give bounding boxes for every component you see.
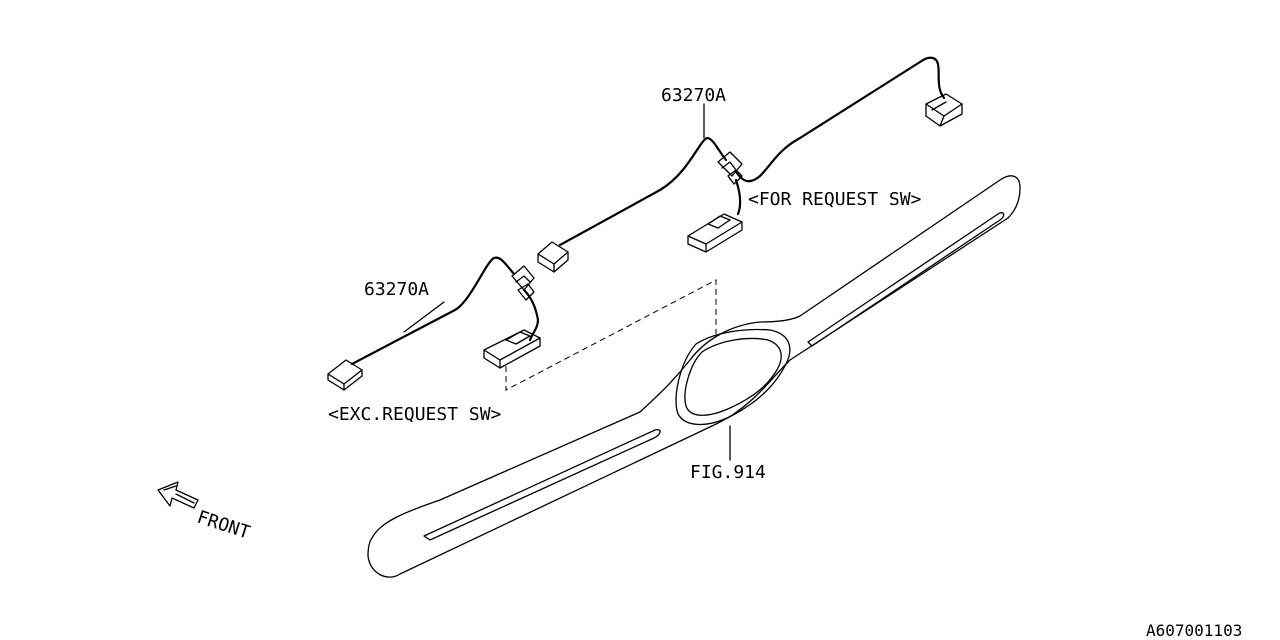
mounting-guides xyxy=(505,279,717,391)
fig-reference-label: FIG.914 xyxy=(690,462,766,483)
harness-upper xyxy=(537,56,963,273)
request-switch-upper xyxy=(687,213,743,253)
connector-lower xyxy=(327,359,363,391)
leader-lines xyxy=(403,103,731,461)
connector-upper-right xyxy=(925,93,963,127)
connector-upper-left xyxy=(537,241,569,273)
grommet-upper xyxy=(717,151,743,185)
diagram-code: A607001103 xyxy=(1146,621,1242,640)
trim-garnish xyxy=(367,175,1021,578)
switch-lower xyxy=(483,329,541,369)
part-number-upper: 63270A xyxy=(661,85,726,106)
front-arrow-icon xyxy=(157,481,199,509)
part-number-lower: 63270A xyxy=(364,279,429,300)
front-label: FRONT xyxy=(194,507,252,544)
for-request-sw-label: <FOR REQUEST SW> xyxy=(748,189,922,210)
grommet-lower xyxy=(511,265,535,301)
exc-request-sw-label: <EXC.REQUEST SW> xyxy=(328,404,502,425)
harness-lower xyxy=(327,256,541,391)
